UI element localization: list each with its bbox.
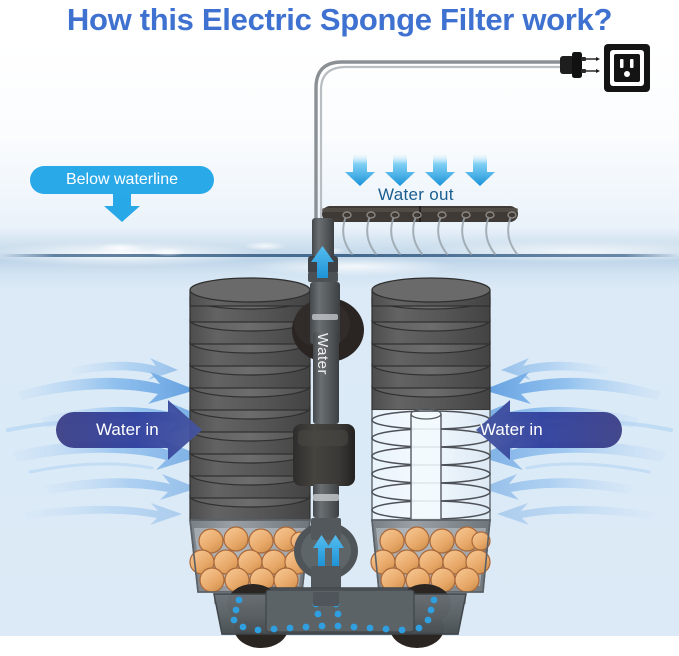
sponge-stack-icon <box>189 277 311 523</box>
power-cord-icon <box>314 60 568 234</box>
water-in-left-label: Water in <box>96 420 159 439</box>
impeller-housing-icon <box>292 282 364 362</box>
transparent-core-view <box>371 408 491 522</box>
riser-water-label: Water <box>314 333 331 375</box>
impeller-housing-icon <box>294 518 358 594</box>
spray-bar-icon <box>322 206 518 255</box>
power-plug-icon <box>560 52 600 78</box>
page-title: How this Electric Sponge Filter work? <box>66 2 613 37</box>
wall-outlet-icon <box>604 44 650 92</box>
riser-tube-icon <box>313 332 339 424</box>
pump-motor-icon <box>293 424 355 518</box>
below-waterline-badge: Below waterline <box>30 166 214 194</box>
water-in-right-annotation: Water in <box>460 410 620 450</box>
sponge-stack-icon <box>371 277 491 411</box>
water-stream-icon <box>342 218 518 255</box>
bio-ball-media-icon <box>370 519 491 593</box>
bio-ball-media-icon <box>189 519 311 593</box>
below-waterline-label: Below waterline <box>65 171 179 188</box>
bottom-margin <box>0 636 679 656</box>
water-out-label: Water out <box>378 185 454 204</box>
water-in-right-label: Water in <box>480 420 543 439</box>
water-in-left-annotation: Water in <box>70 410 230 450</box>
waterline-icon <box>0 228 679 290</box>
filter-base-icon <box>213 584 467 648</box>
arrow-up-icon <box>313 535 344 566</box>
arrow-up-icon <box>311 246 334 278</box>
